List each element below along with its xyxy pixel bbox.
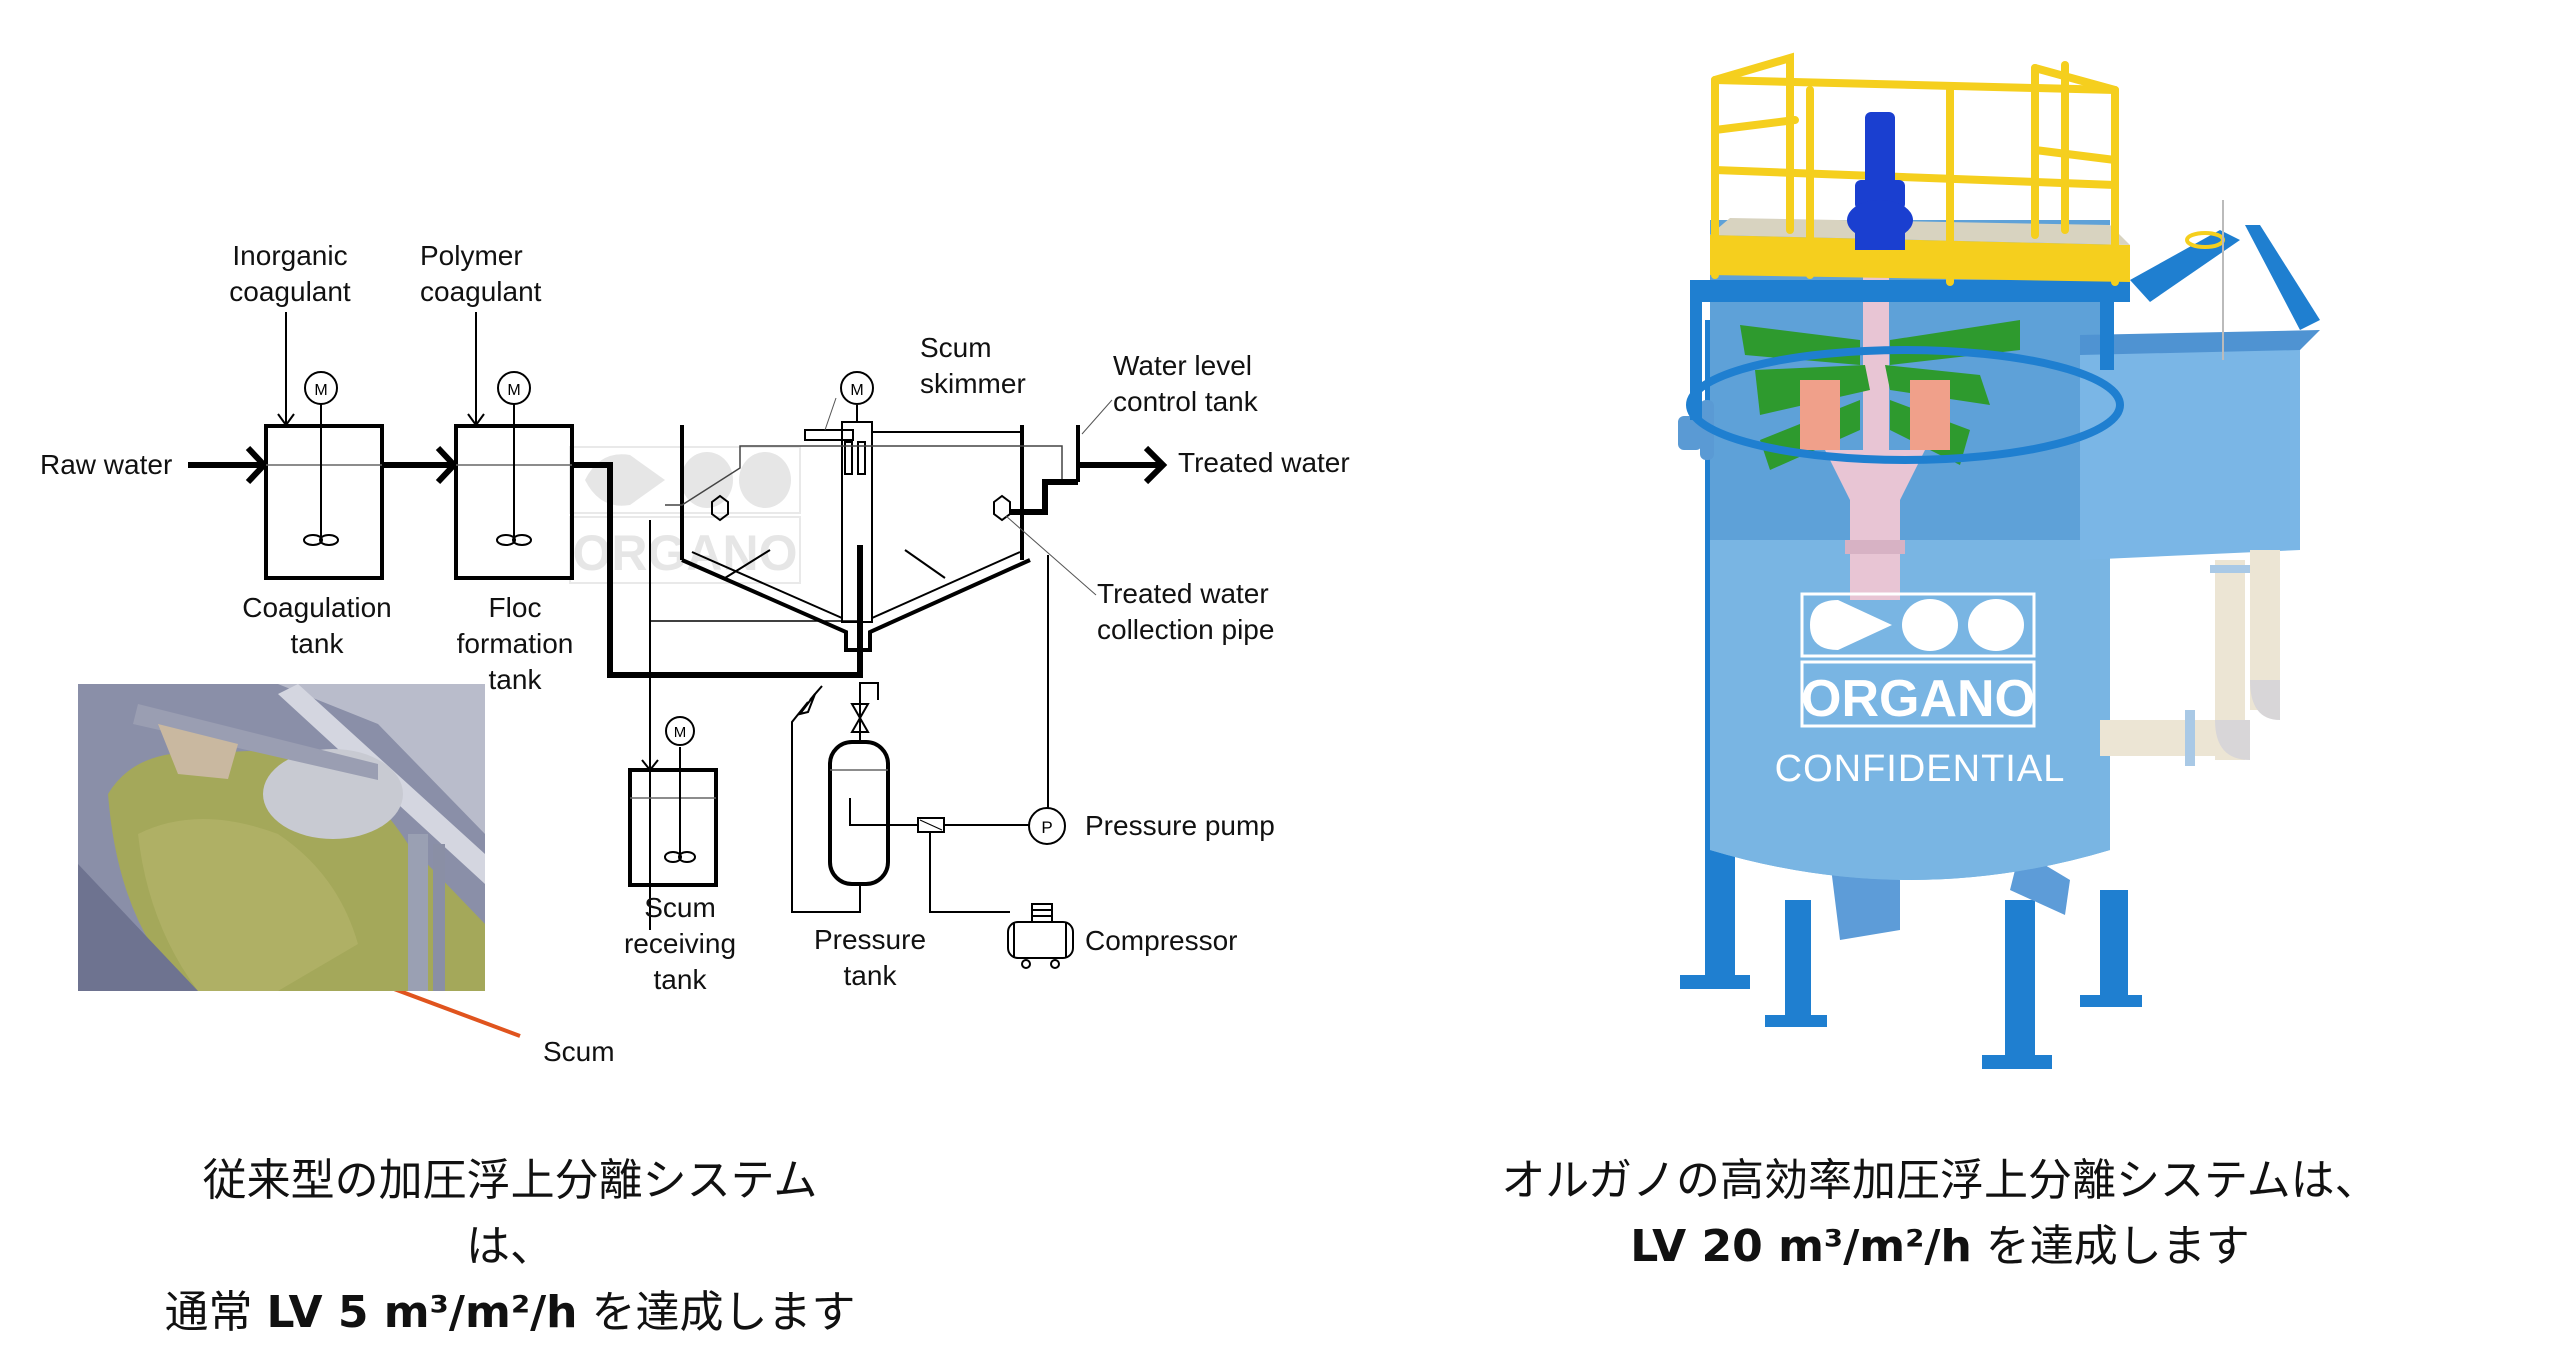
caption-lv-value: LV 5 m³/m²/h bbox=[266, 1287, 578, 1338]
label-line: tank bbox=[290, 628, 344, 659]
scum-receiving-tank bbox=[628, 747, 718, 887]
caption-lv-value: LV 20 m³/m²/h bbox=[1630, 1221, 1972, 1272]
high-efficiency-daf-unit-render bbox=[1678, 52, 2320, 1069]
left-caption-line2: 通常 LV 5 m³/m²/h を達成します bbox=[160, 1280, 860, 1346]
right-caption-line1: オルガノの高効率加圧浮上分離システムは、 bbox=[1501, 1155, 2379, 1206]
right-caption-line2: LV 20 m³/m²/h を達成します bbox=[1440, 1214, 2440, 1280]
label-polymer-coagulant: Polymer coagulant bbox=[420, 238, 570, 310]
label-line: Polymer bbox=[420, 240, 523, 271]
label-pressure-tank: Pressure tank bbox=[800, 922, 940, 994]
leader-line bbox=[1005, 515, 1097, 596]
label-line: Scum bbox=[644, 892, 716, 923]
compressor-icon bbox=[1007, 903, 1074, 969]
label-inorganic-coagulant: Inorganic coagulant bbox=[220, 238, 360, 310]
motor-icon: M bbox=[840, 371, 874, 405]
platform-deck bbox=[1710, 218, 2130, 282]
motor-icon: M bbox=[304, 371, 338, 405]
label-scum-skimmer: Scum skimmer bbox=[920, 330, 1026, 402]
safety-railing bbox=[1711, 52, 2119, 286]
label-line: Pressure bbox=[813, 924, 927, 955]
label-scum-receiving-tank: Scum receiving tank bbox=[610, 890, 750, 998]
raw-water-flow-arrow bbox=[188, 445, 269, 485]
scum-photo bbox=[78, 684, 485, 991]
left-caption-line1: 従来型の加圧浮上分離システムは、 bbox=[202, 1155, 818, 1272]
label-line: tank bbox=[843, 960, 897, 991]
label-line: Water level bbox=[1113, 350, 1253, 381]
confidential-label: CONFIDENTIAL bbox=[1774, 748, 2066, 790]
motor-icon: M bbox=[665, 716, 695, 746]
organo-logo: ORGANO bbox=[1800, 592, 2036, 730]
floc-formation-tank bbox=[454, 404, 574, 580]
label-line: coagulant bbox=[420, 276, 542, 307]
svg-text:M: M bbox=[674, 724, 687, 741]
label-raw-water: Raw water bbox=[40, 449, 173, 480]
label-line: skimmer bbox=[920, 368, 1026, 399]
label-treated-water: Treated water bbox=[1178, 447, 1350, 478]
right-caption: オルガノの高効率加圧浮上分離システムは、 LV 20 m³/m²/h を達成しま… bbox=[1440, 1148, 2440, 1280]
polymer-coagulant-feed bbox=[467, 312, 485, 427]
label-floc-formation-tank: Floc formation tank bbox=[440, 590, 590, 698]
drive-motor bbox=[1847, 112, 1913, 250]
svg-text:M: M bbox=[507, 382, 520, 399]
logo-text: ORGANO bbox=[1801, 670, 2035, 728]
label-line: Floc bbox=[488, 592, 542, 623]
label-line: receiving bbox=[623, 928, 737, 959]
caption-text: を達成します bbox=[577, 1287, 856, 1338]
logo-drop-icon bbox=[1810, 600, 1892, 650]
label-line: Treated water bbox=[1097, 578, 1269, 609]
process-flow-diagram: ORGANO M M bbox=[188, 312, 1168, 1038]
label-treated-water-collection-pipe: Treated water collection pipe bbox=[1097, 576, 1274, 648]
label-line: Scum bbox=[920, 332, 992, 363]
label-compressor: Compressor bbox=[1085, 925, 1238, 956]
salmon-baffles bbox=[1800, 380, 1950, 450]
treated-water-arrow bbox=[1078, 445, 1168, 485]
valve-icon bbox=[797, 685, 870, 733]
coagulation-tank bbox=[264, 404, 384, 580]
process-pipes bbox=[2100, 550, 2280, 766]
label-coagulation-tank: Coagulation tank bbox=[232, 590, 402, 662]
ejector bbox=[917, 817, 1030, 913]
motor-icon: M bbox=[497, 371, 531, 405]
leader-line bbox=[1081, 399, 1113, 435]
logo-circle-icon bbox=[1902, 599, 1958, 651]
svg-text:P: P bbox=[1041, 818, 1052, 837]
handwheel bbox=[2185, 200, 2225, 360]
scum-skimmer bbox=[804, 397, 854, 441]
label-line: tank bbox=[653, 964, 707, 995]
logo-circle-icon bbox=[1968, 599, 2024, 651]
label-line: coagulant bbox=[229, 276, 351, 307]
svg-text:M: M bbox=[314, 382, 327, 399]
flotation-tank bbox=[649, 405, 1080, 930]
label-line: formation bbox=[456, 628, 574, 659]
label-line: Coagulation bbox=[242, 592, 392, 623]
svg-text:M: M bbox=[850, 382, 863, 399]
label-scum: Scum bbox=[543, 1036, 615, 1067]
pressure-tank bbox=[791, 682, 936, 913]
inorganic-coagulant-feed bbox=[277, 312, 295, 427]
caption-text: 通常 bbox=[164, 1287, 267, 1338]
label-line: control tank bbox=[1113, 386, 1258, 417]
label-line: tank bbox=[488, 664, 542, 695]
label-water-level-control-tank: Water level control tank bbox=[1113, 348, 1258, 420]
label-pressure-pump: Pressure pump bbox=[1085, 810, 1275, 841]
pressure-pump-icon: P bbox=[1028, 807, 1066, 845]
label-line: Inorganic bbox=[232, 240, 348, 271]
left-caption: 従来型の加圧浮上分離システムは、 通常 LV 5 m³/m²/h を達成します bbox=[160, 1148, 860, 1346]
caption-text: を達成します bbox=[1971, 1221, 2250, 1272]
coag-to-floc-arrow bbox=[382, 445, 459, 485]
water-level-control-box bbox=[2080, 330, 2320, 560]
floc-to-flotation-pipe bbox=[572, 462, 863, 678]
label-line: collection pipe bbox=[1097, 614, 1275, 645]
